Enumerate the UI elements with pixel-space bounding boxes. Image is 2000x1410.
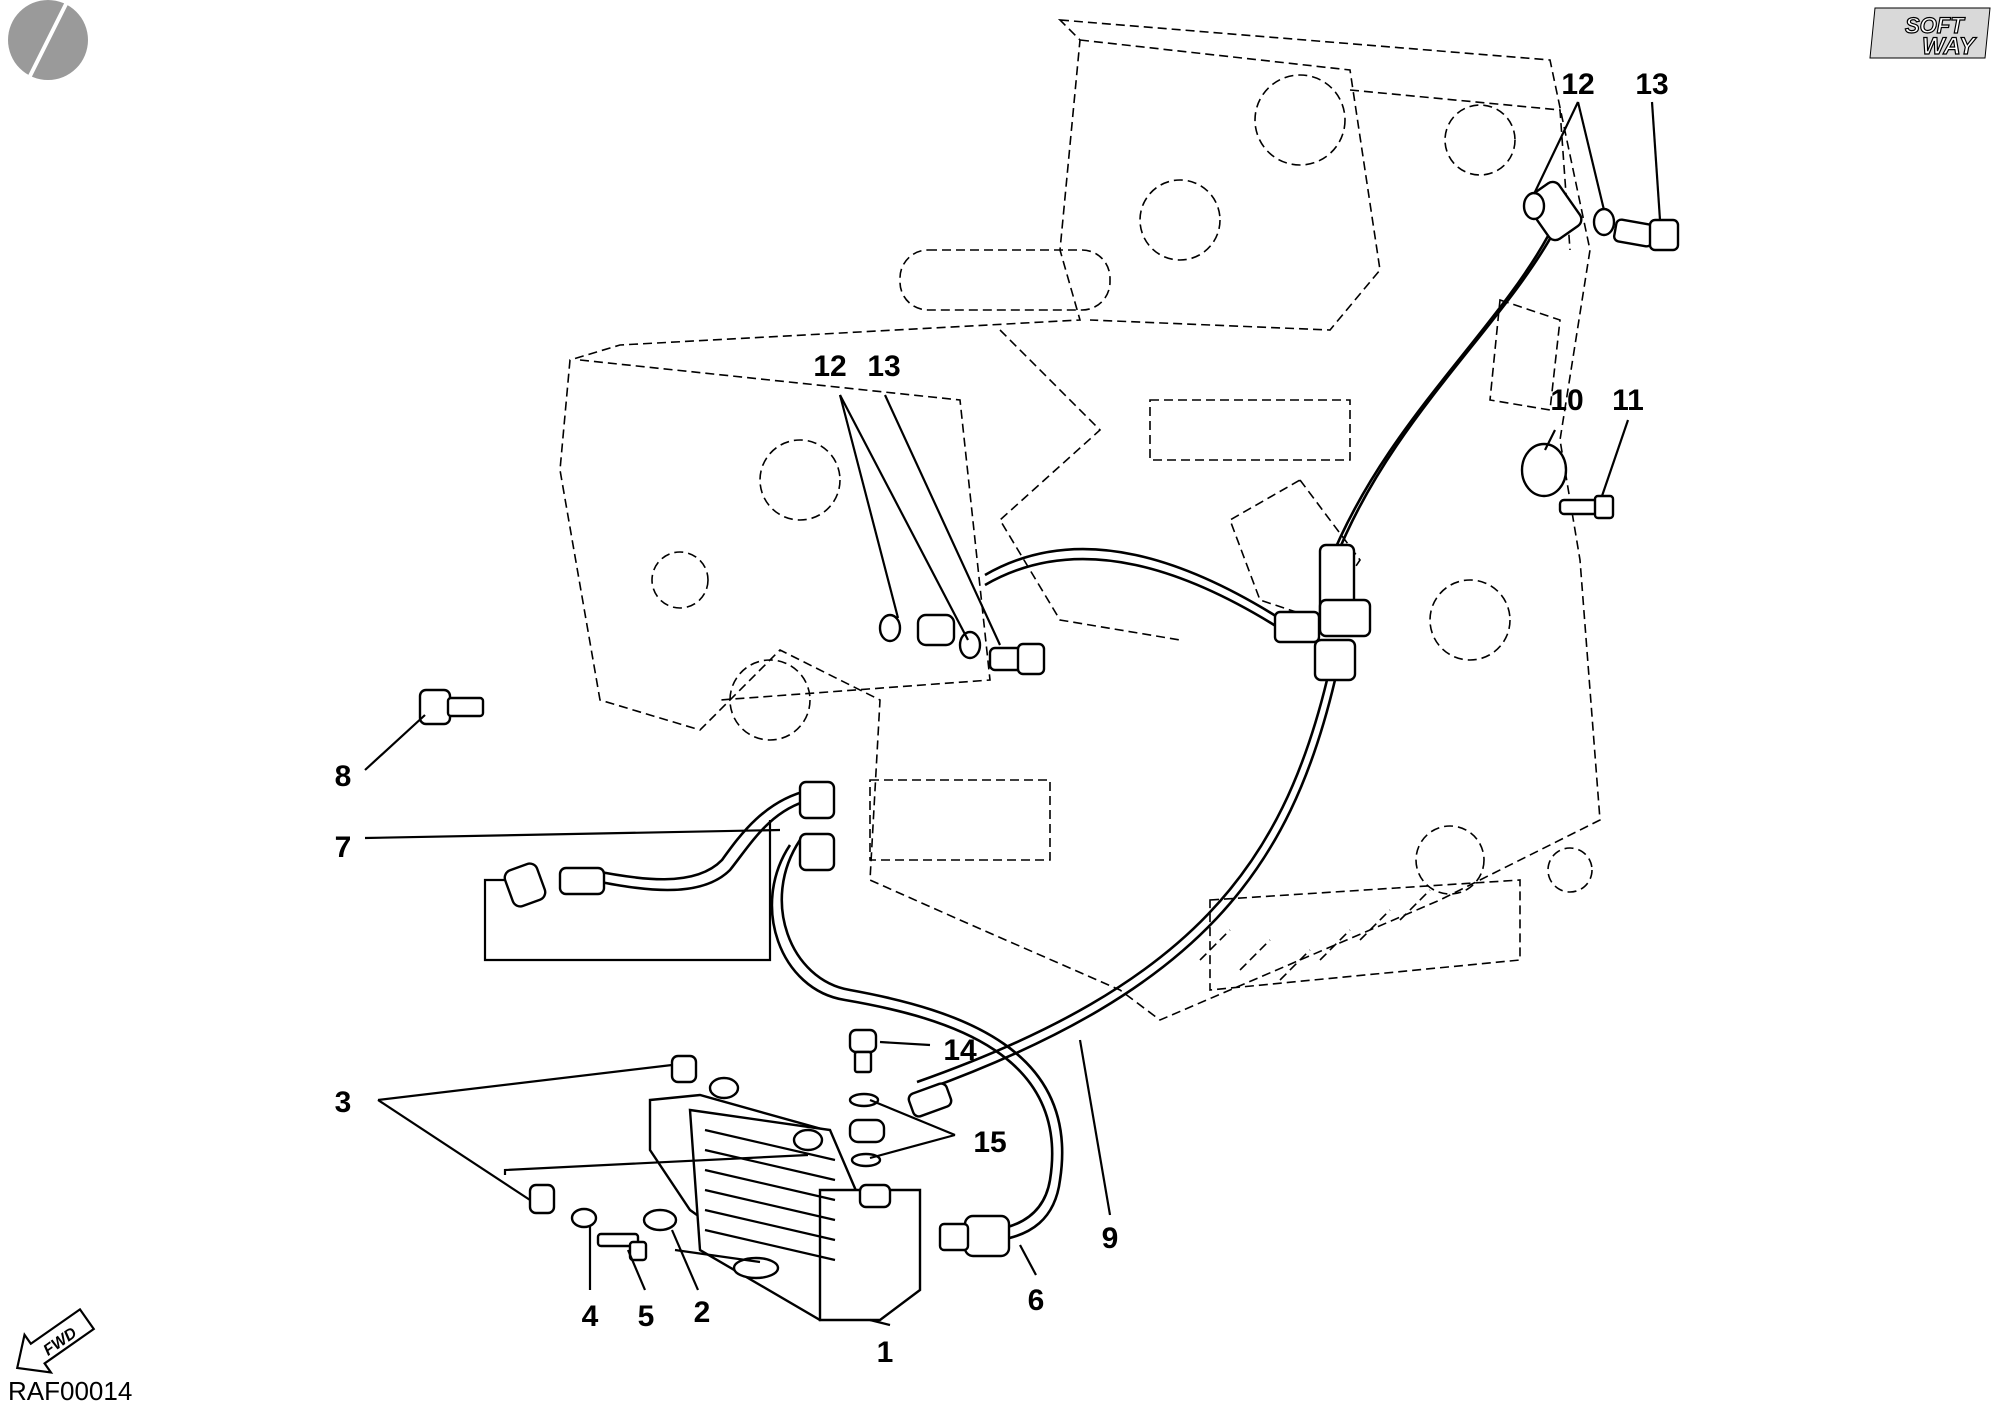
screw-5 [596, 1232, 640, 1248]
hose-fittings [418, 180, 1680, 1258]
spacer-2 [642, 1208, 678, 1232]
hose-7 [589, 798, 811, 892]
hose-upper-right [1333, 229, 1557, 561]
reference-code: RAF00014 [8, 1376, 132, 1406]
washer-4 [570, 1207, 598, 1229]
oil-cooler [528, 1054, 922, 1322]
banjo-fitting-lower [916, 613, 956, 647]
brand-line1: SOFT [1905, 13, 1965, 38]
callout-13-upper: 13 [1635, 68, 1668, 101]
hose-upper-left [984, 547, 1291, 627]
leader-lines [364, 101, 1662, 1327]
callout-12-lower: 12 [813, 350, 846, 383]
callout-10: 10 [1550, 384, 1583, 417]
callout-7: 7 [335, 831, 352, 864]
hose-9 [924, 679, 1337, 1092]
callout-labels: 1 2 3 4 5 6 7 8 9 10 11 12 12 13 13 14 1… [335, 68, 1669, 1369]
callout-8: 8 [335, 760, 352, 793]
callout-11: 11 [1612, 384, 1644, 417]
callout-14: 14 [943, 1034, 977, 1067]
clamp-10 [1520, 442, 1568, 498]
softway-logo: SOFT WAY [1869, 7, 1991, 61]
hoses [589, 229, 1557, 1242]
brand-line2: WAY [1922, 33, 1977, 60]
callout-1: 1 [877, 1336, 894, 1369]
callout-6: 6 [1028, 1284, 1045, 1317]
callout-2: 2 [694, 1296, 711, 1329]
callout-12-upper: 12 [1561, 68, 1594, 101]
half-circle-logo-icon [8, 0, 88, 80]
hose-6 [780, 839, 1064, 1242]
grommet-upper [670, 1054, 698, 1084]
callout-5: 5 [638, 1300, 655, 1333]
plug-14 [848, 1028, 878, 1054]
grommet-lower [528, 1183, 556, 1215]
engine-outline [559, 19, 1601, 1021]
bolt-8 [418, 688, 452, 726]
callout-15: 15 [973, 1126, 1006, 1159]
callout-4: 4 [582, 1300, 599, 1333]
callout-13-lower: 13 [867, 350, 900, 383]
fwd-arrow-icon: FWD [15, 1307, 96, 1374]
callout-3: 3 [335, 1086, 352, 1119]
callout-9: 9 [1102, 1222, 1119, 1255]
